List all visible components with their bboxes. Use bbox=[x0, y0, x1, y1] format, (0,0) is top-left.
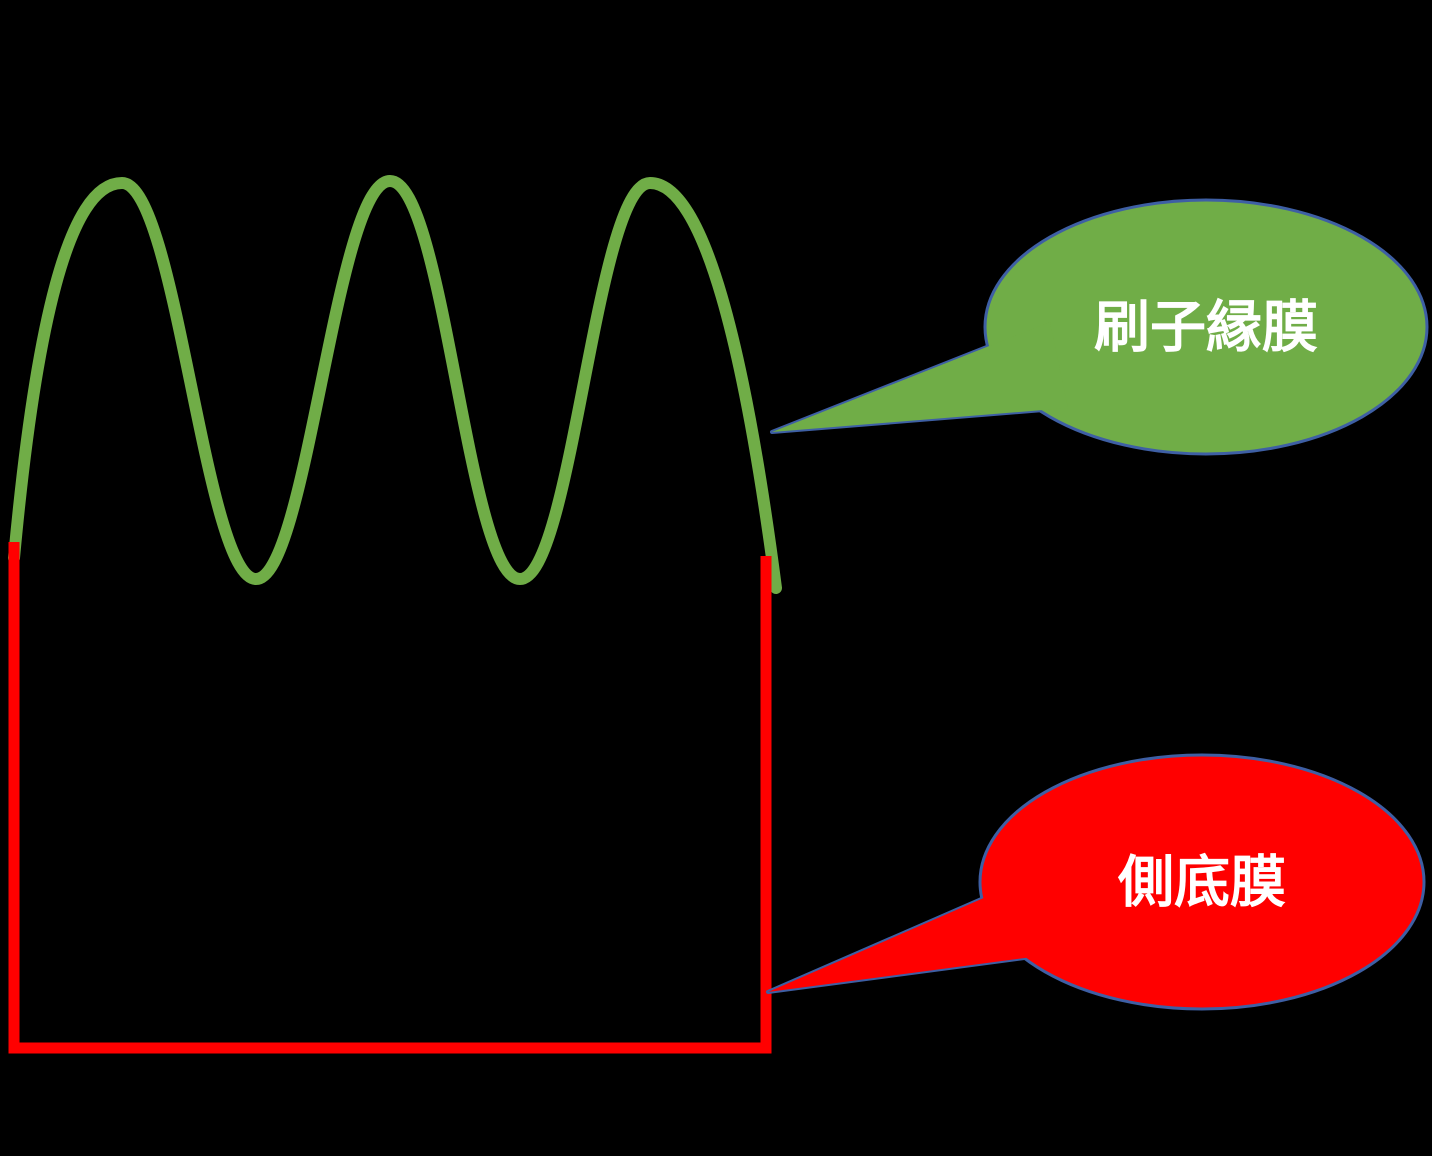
basolateral-callout-bubble bbox=[978, 753, 1426, 1011]
brush-border-callout: 刷子縁膜 bbox=[770, 198, 1429, 456]
brush-border-label: 刷子縁膜 bbox=[1094, 296, 1318, 359]
basolateral-label: 側底膜 bbox=[1117, 851, 1286, 914]
basolateral-membrane-line bbox=[8, 542, 772, 1054]
basolateral-callout-tail-fill bbox=[768, 870, 1070, 992]
basolateral-callout: 側底膜 bbox=[766, 753, 1426, 1011]
brush-border-membrane-line bbox=[8, 174, 782, 594]
brush-border-callout-tail-fill bbox=[772, 322, 1068, 432]
brush-border-callout-bubble bbox=[983, 198, 1429, 456]
